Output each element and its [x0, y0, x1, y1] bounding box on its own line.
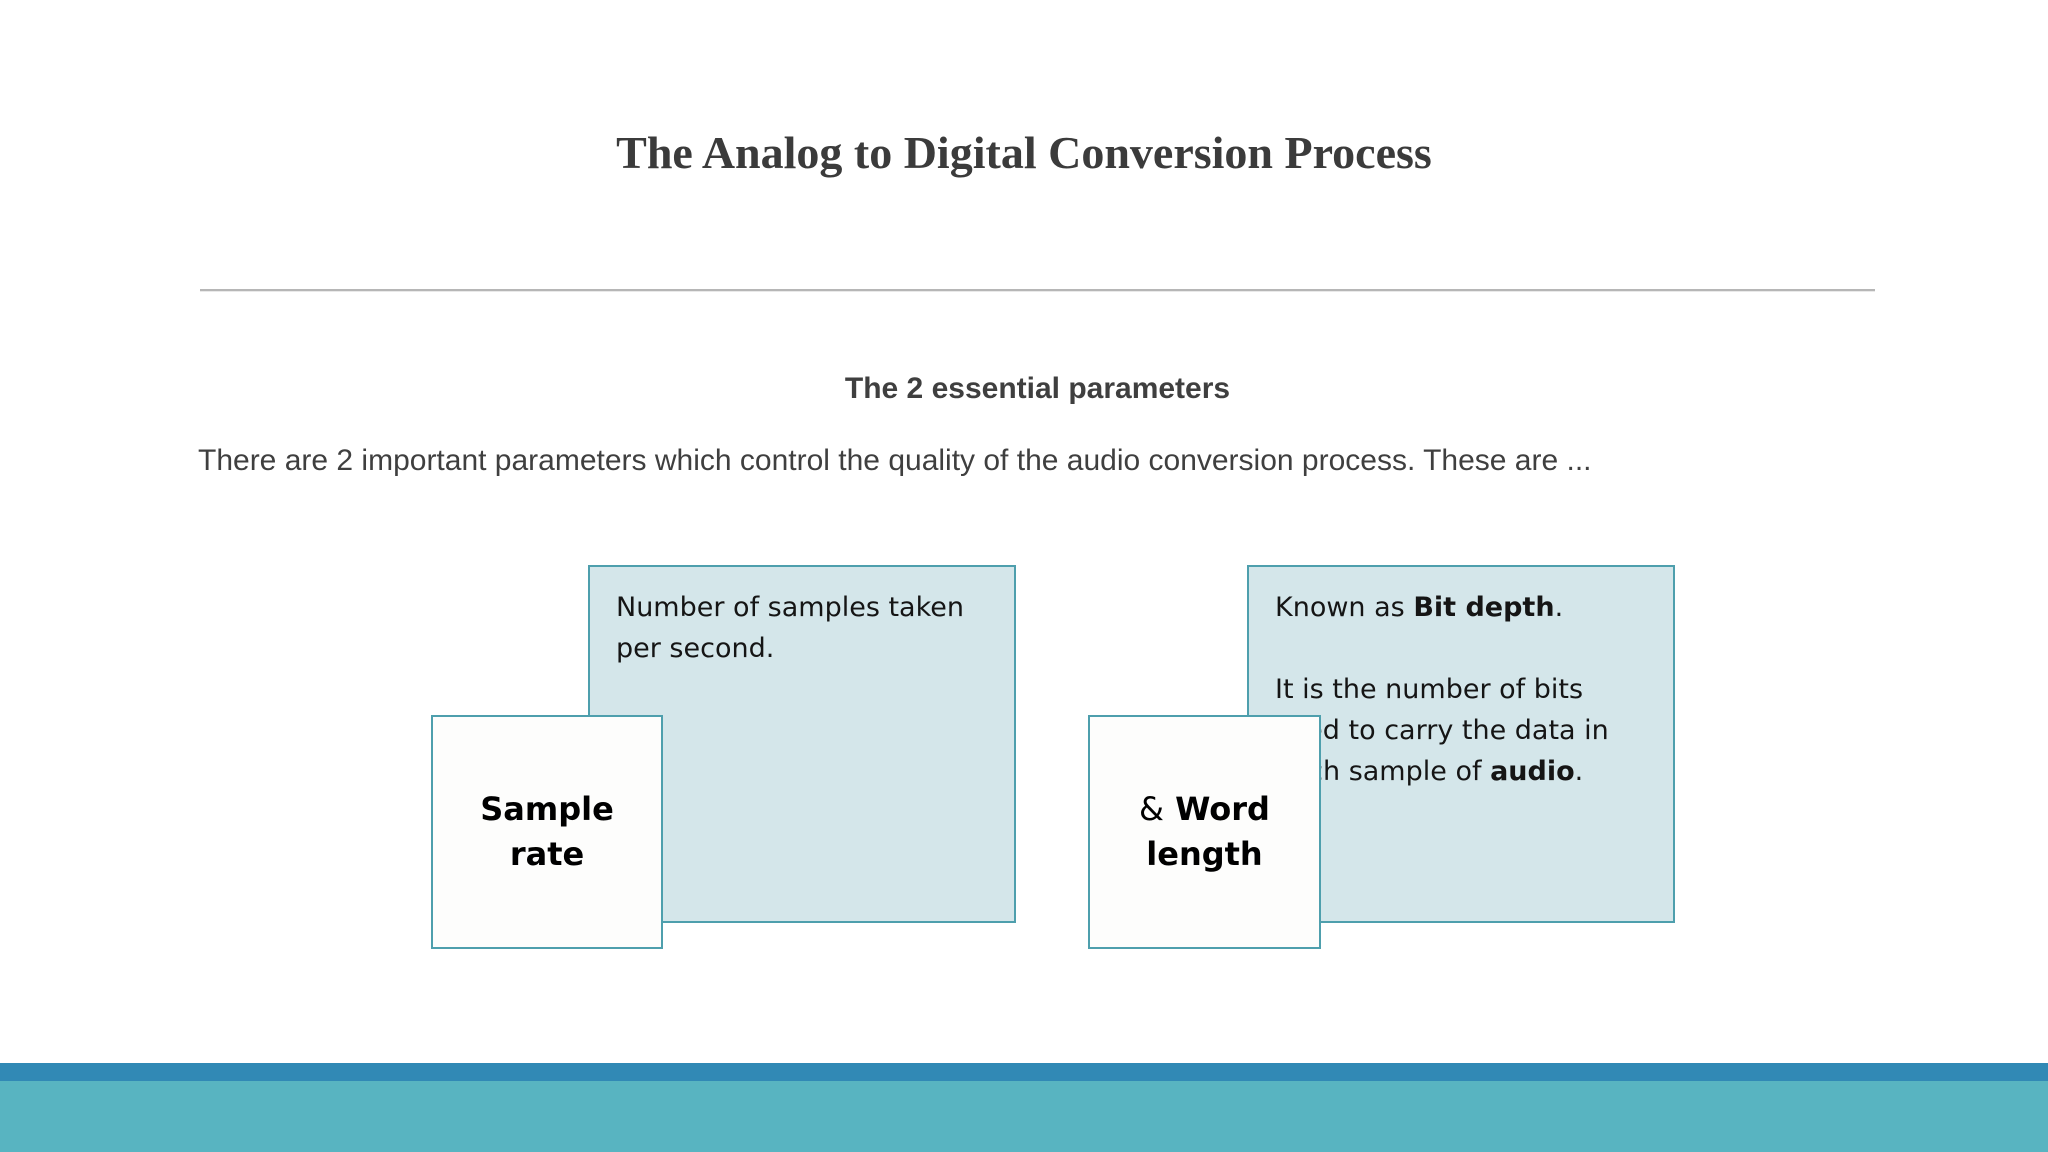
bit-depth-emphasis: Bit depth — [1413, 592, 1555, 623]
footer-band-dark — [0, 1063, 2048, 1081]
body-paragraph: There are 2 important parameters which c… — [198, 444, 1592, 477]
page-title: The Analog to Digital Conversion Process — [616, 127, 1432, 178]
audio-emphasis: audio — [1490, 756, 1575, 787]
label-text-word-length: & Word length — [1139, 787, 1270, 877]
bit-depth-pre-text: Known as — [1275, 592, 1414, 623]
description-text-sample-rate: Number of samples taken per second. — [616, 592, 964, 664]
bits-post-text: . — [1574, 756, 1584, 787]
bits-pre-text: It is the number of bits used to carry t… — [1275, 674, 1609, 787]
sub-heading: The 2 essential parameters — [844, 372, 1231, 405]
footer-band-light — [0, 1081, 2048, 1152]
label-box-sample-rate: Sample rate — [431, 715, 663, 949]
label-line2-sample-rate: rate — [509, 835, 585, 873]
label-line1-sample-rate: Sample — [480, 790, 614, 828]
label-box-word-length: & Word length — [1088, 715, 1321, 949]
description-paragraph-bits: It is the number of bits used to carry t… — [1275, 669, 1649, 792]
label-line1-word-length: Word — [1175, 790, 1270, 828]
title-divider — [200, 289, 1875, 292]
description-paragraph-bit-depth: Known as Bit depth. — [1275, 587, 1649, 628]
label-line2-word-length: length — [1146, 835, 1263, 873]
label-ampersand-word-length: & — [1139, 790, 1164, 828]
label-text-sample-rate: Sample rate — [480, 787, 614, 877]
bit-depth-post-text: . — [1554, 592, 1564, 623]
